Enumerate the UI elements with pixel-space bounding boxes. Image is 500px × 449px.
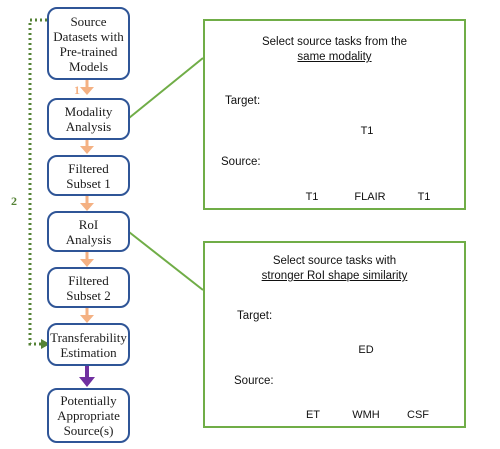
panel-modality-source-caption-2: FLAIR [354, 191, 386, 203]
panel-modality-title-line1: Select source tasks from the [261, 36, 408, 48]
connector-modality [128, 57, 204, 119]
box-roi-analysis: RoI Analysis [47, 211, 130, 252]
panel-modality-target-label: Target: [225, 95, 261, 107]
box-source-datasets: Source Datasets with Pre-trained Models [47, 7, 130, 80]
panel-modality-source-caption-3: T1 [417, 191, 431, 203]
panel-modality-source-label: Source: [221, 156, 261, 168]
panel-roi-source-caption-2: WMH [352, 409, 380, 421]
panel-roi-source-label: Source: [234, 375, 274, 387]
panel-roi-target-caption: ED [358, 344, 374, 356]
box-filtered-subset-2: Filtered Subset 2 [47, 267, 130, 308]
dotted-feedback-loop [28, 18, 50, 349]
panel-roi-source-caption-1: ET [305, 409, 321, 421]
flow-arrows [80, 80, 94, 323]
arrow-4-5 [80, 252, 94, 267]
panel-roi-source-caption-3: CSF [407, 409, 429, 421]
panel-roi-title-line2: stronger RoI shape similarity [261, 270, 408, 282]
purple-arrow [79, 366, 95, 387]
panel-modality-source-caption-1: T1 [305, 191, 319, 203]
panel-roi-title-line1: Select source tasks with [272, 255, 397, 267]
panel-roi [203, 241, 466, 428]
box-appropriate-sources: Potentially Appropriate Source(s) [47, 388, 130, 443]
panel-modality-title-line2: same modality [297, 51, 372, 63]
step-label-2: 2 [11, 194, 17, 208]
arrow-3-4 [80, 196, 94, 211]
panel-modality [203, 19, 466, 210]
panel-roi-target-label: Target: [237, 310, 273, 322]
arrow-1-2 [80, 80, 94, 95]
step-label-1: 1 [74, 83, 80, 97]
box-filtered-subset-1: Filtered Subset 1 [47, 155, 130, 196]
arrow-5-6 [80, 308, 94, 323]
arrow-2-3 [80, 140, 94, 154]
connector-roi [128, 231, 204, 291]
box-modality-analysis: Modality Analysis [47, 98, 130, 140]
box-transferability-estimation: Transferability Estimation [47, 323, 130, 366]
panel-modality-target-caption: T1 [360, 125, 374, 137]
